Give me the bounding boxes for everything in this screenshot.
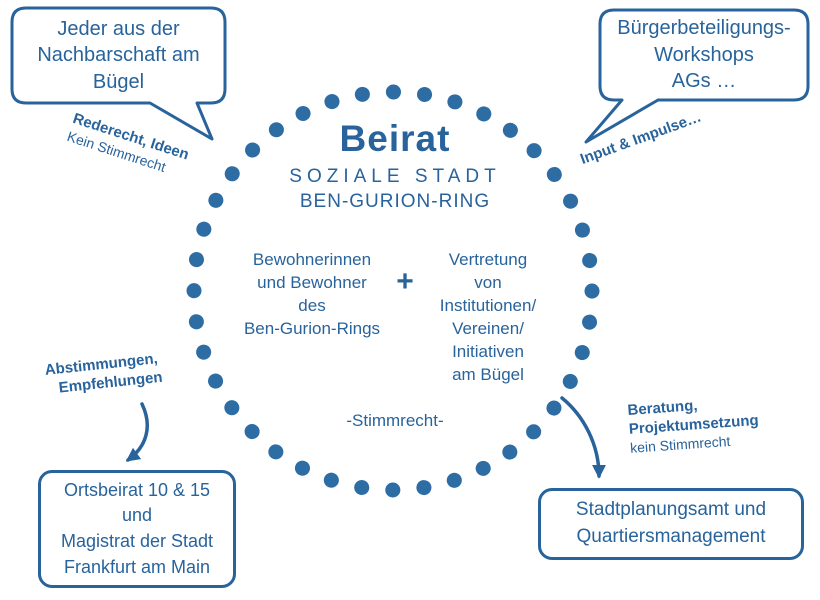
voting-right-note: -Stimmrecht- (346, 410, 444, 430)
speech-bubble-top-left-shape (10, 6, 227, 141)
box-ortsbeirat: Ortsbeirat 10 & 15 und Magistrat der Sta… (38, 470, 236, 588)
circle-center-content: Beirat SOZIALE STADT BEN-GURION-RING Bew… (228, 118, 562, 431)
box-stadtplanungsamt: Stadtplanungsamt und Quartiersmanagement (538, 488, 804, 560)
diagram-subtitle-line1: SOZIALE STADT (289, 166, 501, 187)
plus-sign: + (396, 265, 414, 298)
speech-bubble-top-left-text: Jeder aus der Nachbarschaft am Bügel (37, 17, 200, 93)
speech-bubble-top-right-shape (584, 8, 810, 144)
members-row: Bewohnerinnen und Bewohner des Ben-Gurio… (228, 249, 562, 387)
label-beratung: Beratung, Projektumsetzung kein Stimmrec… (627, 393, 761, 457)
members-institutions: Vertretung von Institutionen/ Vereinen/ … (439, 250, 537, 384)
speech-bubble-top-right-text: Bürgerbeteiligungs- Workshops AGs … (617, 17, 791, 93)
dotted-circle (186, 84, 600, 498)
arrow-to-ortsbeirat (125, 402, 150, 462)
diagram-subtitle-line2: BEN-GURION-RING (299, 191, 491, 212)
arrow-to-stadtplanungsamt (560, 396, 606, 479)
diagram-title: Beirat (339, 118, 451, 159)
members-residents: Bewohnerinnen und Bewohner des Ben-Gurio… (243, 250, 381, 338)
